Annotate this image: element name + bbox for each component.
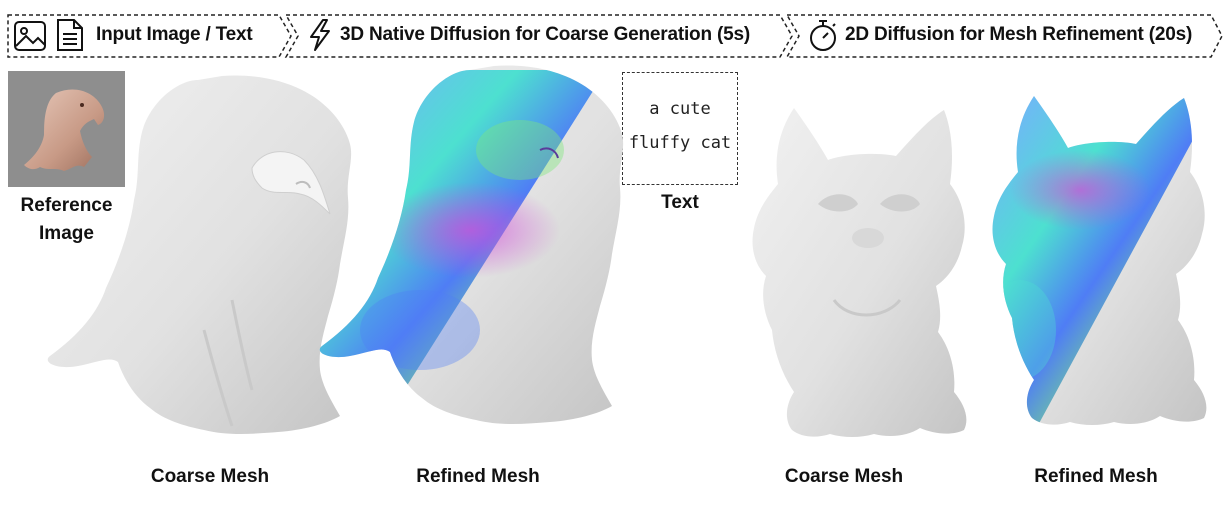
eagle-thumbnail: [24, 89, 105, 171]
stage-input: Input Image / Text: [7, 14, 293, 58]
stage-refine-frame: [785, 14, 1223, 58]
cat-coarse-mesh: [752, 108, 967, 437]
image-icon: [14, 21, 46, 51]
eagle-coarse-caption: Coarse Mesh: [150, 466, 270, 487]
eagle-refined-caption: Refined Mesh: [416, 466, 540, 487]
text-prompt-line2: fluffy cat: [628, 133, 732, 153]
stage-coarse-label: 3D Native Diffusion for Coarse Generatio…: [340, 24, 750, 45]
text-caption: Text: [661, 192, 699, 213]
stage-refine: 2D Diffusion for Mesh Refinement (20s): [785, 14, 1224, 58]
reference-caption-line1: Reference: [20, 195, 113, 216]
lightning-icon: [310, 19, 330, 51]
stage-coarse-frame: [284, 14, 793, 58]
reference-image: [8, 71, 125, 187]
cat-refined-mesh: [992, 96, 1207, 425]
pipeline-header: Input Image / Text 3D Native Diffusion f…: [7, 14, 1224, 58]
document-icon: [57, 19, 83, 51]
text-prompt-line1: a cute: [649, 99, 711, 119]
reference-caption: Reference Image: [8, 192, 125, 248]
stage-input-frame: [7, 14, 292, 58]
cat-refined-caption: Refined Mesh: [1034, 466, 1158, 487]
stopwatch-icon: [810, 20, 836, 51]
stage-input-label: Input Image / Text: [96, 24, 253, 45]
stage-coarse: 3D Native Diffusion for Coarse Generatio…: [284, 14, 794, 58]
text-prompt-box: a cute fluffy cat: [622, 72, 738, 185]
stage-refine-label: 2D Diffusion for Mesh Refinement (20s): [845, 24, 1193, 45]
cat-coarse-caption: Coarse Mesh: [784, 466, 904, 487]
reference-caption-line2: Image: [39, 223, 94, 244]
eagle-coarse-mesh: [47, 75, 352, 434]
